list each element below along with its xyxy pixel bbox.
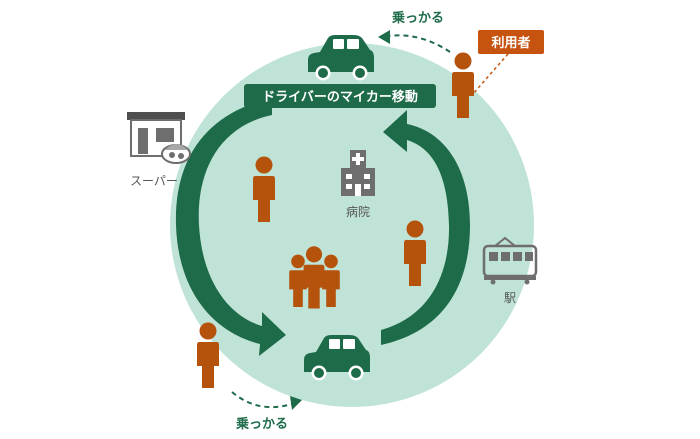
user-tag-connector	[471, 53, 509, 96]
user-tag-label: 利用者	[491, 35, 530, 51]
ride-arrow-bottom	[231, 391, 293, 409]
hospital-label: 病院	[346, 204, 370, 219]
right-flow-arrow	[381, 110, 470, 345]
ride-arrow-top-head	[378, 30, 390, 44]
train-icon	[482, 236, 538, 285]
user-tag	[478, 30, 544, 54]
route-circle	[170, 43, 534, 407]
supermarket-label: スーパー	[130, 174, 178, 188]
hospital-icon	[341, 150, 375, 196]
ride-arrow-bottom-head	[290, 396, 302, 410]
driver-banner-label: ドライバーのマイカー移動	[262, 89, 418, 105]
supermarket-icon	[127, 112, 191, 164]
station-label: 駅	[504, 291, 516, 305]
driver-banner	[244, 84, 436, 108]
ride-label-bottom: 乗っかる	[235, 416, 288, 432]
ride-label-top: 乗っかる	[391, 10, 444, 26]
person-icon	[197, 322, 219, 388]
left-flow-arrow	[175, 98, 286, 356]
